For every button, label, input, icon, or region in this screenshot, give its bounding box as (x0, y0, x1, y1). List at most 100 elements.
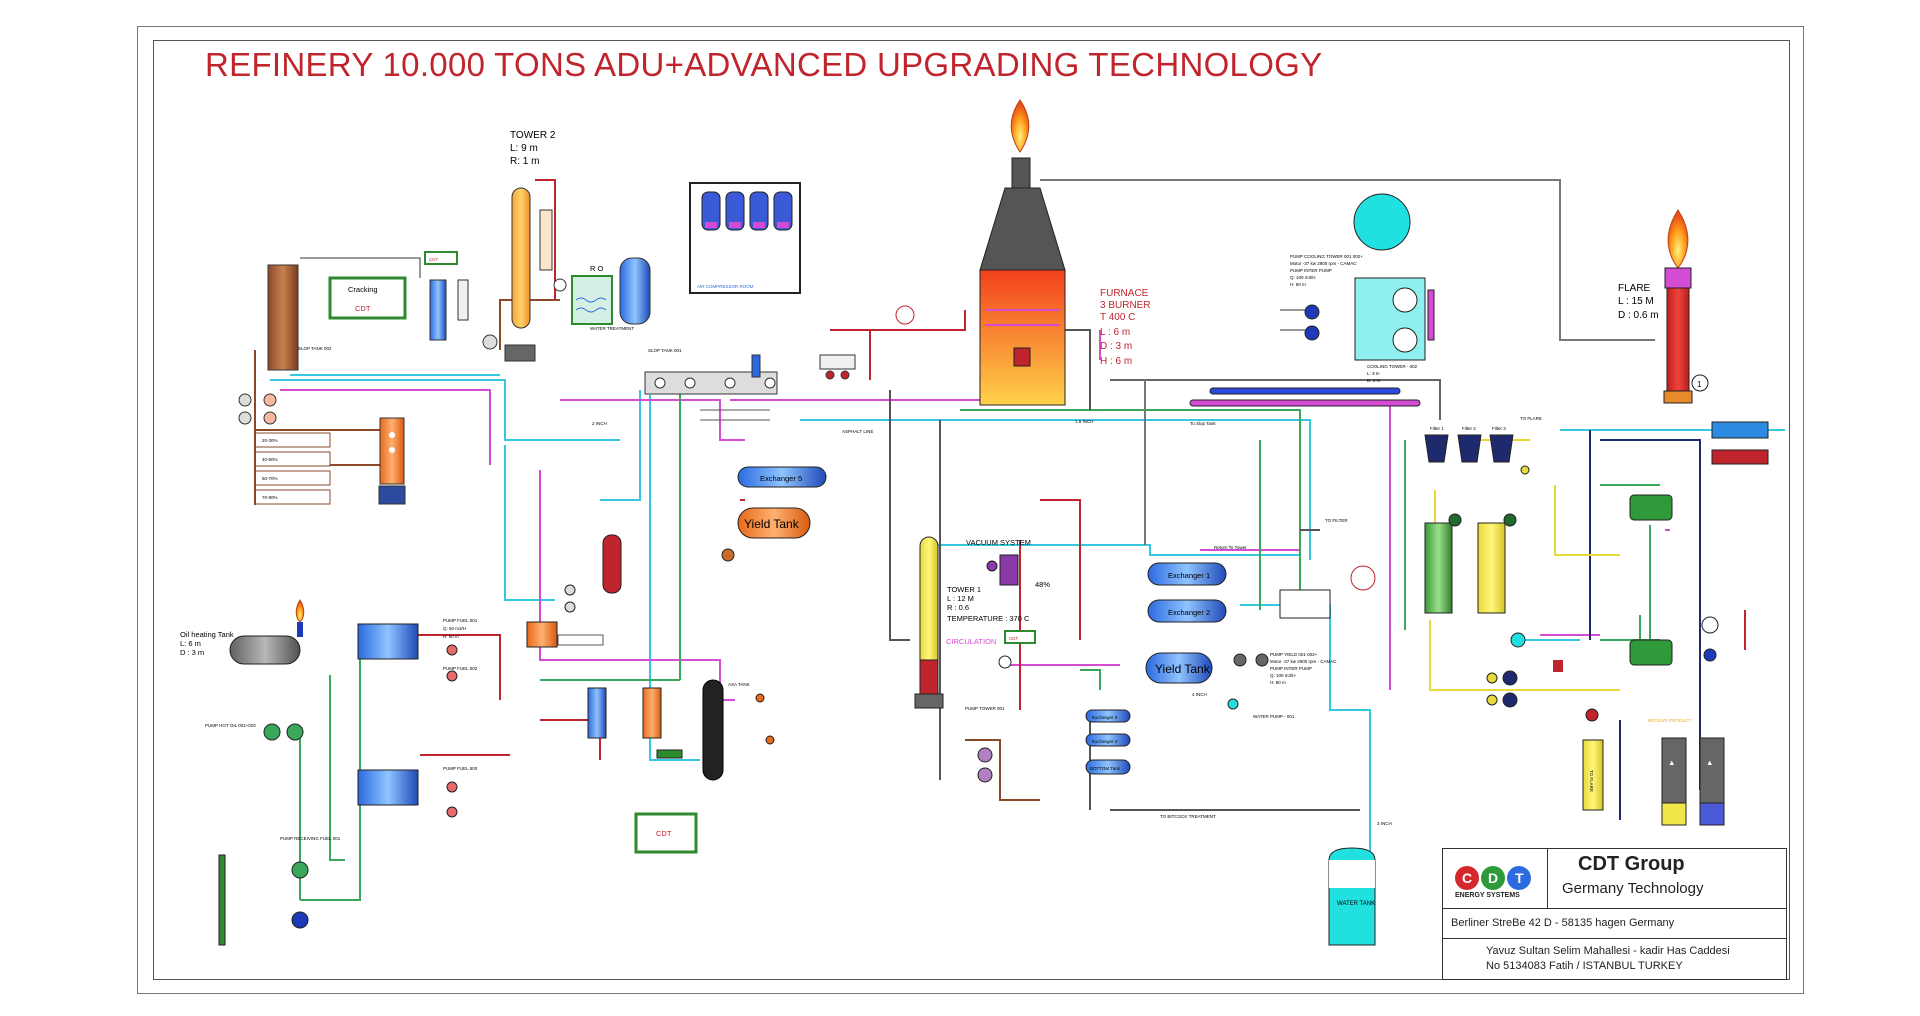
ro-label: R O (590, 264, 604, 273)
oil-tank-l: L: 6 m (180, 639, 201, 648)
furnace-temp: T 400 C (1100, 312, 1135, 323)
furnace-l: L : 6 m (1100, 327, 1130, 338)
range-label: 40-50% (262, 457, 278, 462)
to-slop-tank-label: To Slop Tank (1190, 421, 1216, 426)
column-yellow (1477, 522, 1506, 614)
fuel-tank-1 (357, 623, 419, 660)
svg-text:D: D (1488, 870, 1498, 886)
pump-icon (1304, 304, 1320, 320)
pump-icon (977, 747, 993, 763)
filter-2 (1457, 434, 1482, 463)
vacuum-system-label: VACUUM SYSTEM (966, 538, 1031, 547)
cracking-unit: Cracking CDT CDT (300, 251, 498, 350)
compressor-icon (701, 191, 721, 231)
vacuum-pump (999, 554, 1019, 586)
water-tank-top (1353, 193, 1411, 251)
pump-icon (263, 411, 277, 425)
furnace-hood (979, 187, 1066, 271)
circulation-label: CIRCULATION (946, 637, 996, 646)
water-tank-label: WATER TANK (1337, 901, 1375, 907)
address-turkey-line1: Yavuz Sultan Selim Mahallesi - kadir Has… (1486, 945, 1730, 957)
tower1-l: L : 12 M (947, 594, 974, 603)
pump-icon (446, 781, 458, 793)
pump-fuel-001-h: H: 50 m (443, 634, 459, 639)
column (429, 279, 447, 341)
furnace-burner: 3 BURNER (1100, 300, 1151, 311)
cdt-badge-label: CDT (429, 257, 438, 262)
pump-cooling-motor: Motor -37 kw 2900 rpm - CAMAC (1290, 261, 1357, 266)
slop-tank-002-label: SLOP TANK 002 (298, 346, 332, 351)
yield-tank-top-label: Yield Tank (744, 517, 800, 531)
pump-yield-h: H: 80 m (1270, 680, 1286, 685)
valve-manifold (1279, 589, 1331, 619)
pump-icon (446, 644, 458, 656)
slop-tank-001-area: SLOP TANK 001 2 INCH (592, 348, 778, 426)
cracking-label: Cracking (348, 285, 378, 294)
svg-text:T: T (1515, 870, 1524, 886)
furnace-door (1013, 347, 1031, 367)
flame-icon (1010, 99, 1030, 153)
flare-area: 1 FLARE L : 15 M D : 0.6 m TO FLARE (1520, 209, 1769, 465)
compressor-icon (725, 191, 745, 231)
divider (1442, 938, 1787, 939)
range-label: 20-30% (262, 438, 278, 443)
exchanger-2-label: Exchanger 2 (1168, 608, 1210, 617)
company-subtitle: Germany Technology (1562, 880, 1704, 897)
product-column (1582, 739, 1604, 811)
gauge-icon (895, 305, 915, 325)
pump-tower-label: PUMP TOWER 001 (965, 706, 1005, 711)
pump-fuel-001-label: PUMP FUEL 001 (443, 618, 478, 623)
pump-fuel-001-q: Q: 50 m3/H (443, 626, 466, 631)
pump-icon (482, 334, 498, 350)
flare-name: FLARE (1618, 283, 1651, 294)
slop-tank-002-area: SLOP TANK 002 20-30% 40-50% 60-70% 70-80… (238, 264, 406, 505)
water-treatment-label: WATER TREATMENT (590, 326, 634, 331)
oil-tank-name: Oil heating Tank (180, 630, 234, 639)
cracking-cdt: CDT (355, 304, 371, 313)
pump-icon (286, 723, 304, 741)
compressor-icon (773, 191, 793, 231)
exchanger-3-label: Exchanger 3 (1092, 715, 1118, 720)
fan-icon (1392, 287, 1418, 313)
fan-icon (1392, 327, 1418, 353)
three-inch-label: 3 INCH (1377, 821, 1392, 826)
cracking-box (328, 276, 407, 320)
exchangers-area: Exchanger 1 Exchanger 2 Return To Tower … (842, 429, 1392, 826)
header-pipe-magenta (1189, 399, 1421, 407)
triangle-icon: ▲ (1706, 758, 1713, 767)
yield-tank-top (737, 507, 811, 539)
cooling-tower-l: L: 3 m (1367, 371, 1380, 376)
slop-tank-002 (267, 264, 299, 371)
water-tank-area: WATER TANK (1328, 847, 1376, 946)
pump-yield-q: Q: 100 m3/H (1270, 673, 1296, 678)
air-compressor-room: AIR COMPRESSOR ROOM (689, 182, 801, 294)
oil-heating-tank (229, 635, 301, 665)
oil-heating-area: Oil heating Tank L: 6 m D : 3 m PUMP HOT… (180, 599, 478, 946)
exchanger-2 (1147, 599, 1227, 623)
four-inch-label: 4 INCH (1192, 692, 1207, 697)
pump-icon (1255, 653, 1269, 667)
tower-1-area: TOWER 1 L : 12 M R : 0.6 TEMPERATURE : 3… (914, 536, 1050, 783)
tower-2-area: TOWER 2 L: 9 m R: 1 m R O WATER TREATMEN… (504, 130, 651, 362)
cdt-badge (424, 251, 458, 265)
flare-d: D : 0.6 m (1618, 310, 1659, 321)
filter-3-label: Filter 3 (1492, 426, 1506, 431)
legend-box-red (1711, 449, 1769, 465)
filters-area: Filter 1 Filter 2 Filter 3 RECEIVE PRODU… (1424, 426, 1746, 826)
pump-icon (1703, 648, 1717, 662)
pump-icon (291, 861, 309, 879)
exchanger-4 (1085, 733, 1131, 747)
gauge-icon (998, 655, 1012, 669)
flare-stack (1666, 287, 1690, 392)
flare-tip (1664, 267, 1692, 289)
tower1-name: TOWER 1 (947, 585, 981, 594)
flare-marker (1691, 374, 1709, 392)
tower1-r: R : 0.6 (947, 603, 969, 612)
filter-2-label: Filter 2 (1462, 426, 1476, 431)
pct-48-label: 48% (1035, 580, 1050, 589)
cdt-badge (1004, 630, 1036, 644)
product-tank (1629, 639, 1673, 666)
air-compressor-label: AIR COMPRESSOR ROOM (697, 284, 754, 289)
receive-tank (1699, 737, 1725, 804)
